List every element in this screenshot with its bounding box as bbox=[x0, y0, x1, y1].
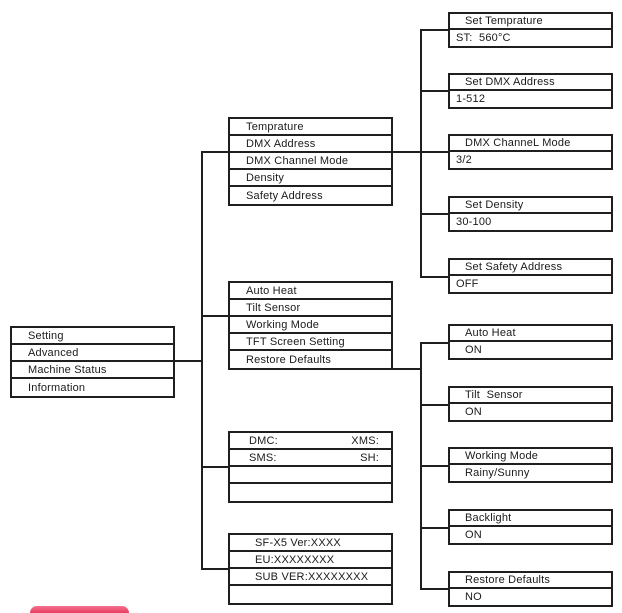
connector-branch-auto-heat bbox=[422, 342, 448, 344]
detail-value: 1-512 bbox=[456, 93, 486, 105]
detail-title: Auto Heat bbox=[450, 326, 611, 342]
detail-value: ON bbox=[465, 344, 482, 356]
menu-item-dmx-address: DMX Address bbox=[230, 136, 391, 153]
connector-branch-set-dmx-address bbox=[422, 90, 448, 92]
connector-branch-set-temprature bbox=[422, 29, 448, 31]
detail-title: Set DMX Address bbox=[450, 75, 611, 91]
connector-root-to-trunk bbox=[175, 360, 202, 362]
detail-box-auto-heat: Auto Heat ON bbox=[448, 324, 613, 360]
detail-box-set-temprature: Set Temprature ST: 560°C bbox=[448, 12, 613, 48]
version-main: SF-X5 Ver:XXXX bbox=[230, 535, 391, 552]
menu-item-advanced: Advanced bbox=[12, 345, 173, 362]
connector-right-trunk-1 bbox=[420, 29, 422, 278]
detail-value: Rainy/Sunny bbox=[465, 467, 530, 479]
menu-item-density: Density bbox=[230, 170, 391, 187]
machine-status-box: DMC: XMS: SMS: SH: bbox=[228, 431, 393, 503]
detail-box-restore-defaults: Restore Defaults NO bbox=[448, 571, 613, 607]
menu-item-safety-address: Safety Address bbox=[246, 189, 323, 202]
detail-value: ON bbox=[465, 406, 482, 418]
connector-branch-restore-defaults bbox=[422, 588, 448, 590]
connector-trunk-to-status bbox=[203, 466, 228, 468]
version-sub: SUB VER:XXXXXXXX bbox=[230, 569, 391, 586]
detail-box-set-safety-address: Set Safety Address OFF bbox=[448, 258, 613, 294]
menu-item-restore-defaults: Restore Defaults bbox=[246, 353, 332, 366]
detail-title: Working Mode bbox=[450, 449, 611, 465]
status-sh-label: SH: bbox=[360, 451, 379, 464]
detail-value: 3/2 bbox=[456, 154, 472, 166]
connector-trunk-to-setting bbox=[203, 151, 228, 153]
connector-left-trunk bbox=[201, 151, 203, 570]
detail-value: ST: 560°C bbox=[456, 32, 511, 44]
root-menu-box: Setting Advanced Machine Status Informat… bbox=[10, 326, 175, 398]
connector-branch-working-mode bbox=[422, 465, 448, 467]
red-button-partial[interactable] bbox=[30, 606, 129, 613]
status-xms-label: XMS: bbox=[351, 434, 379, 447]
connector-trunk-to-advanced bbox=[203, 315, 228, 317]
connector-branch-backlight bbox=[422, 527, 448, 529]
menu-item-auto-heat: Auto Heat bbox=[230, 283, 391, 300]
version-row-empty bbox=[230, 586, 391, 603]
detail-box-working-mode: Working Mode Rainy/Sunny bbox=[448, 447, 613, 483]
detail-value: ON bbox=[465, 529, 482, 541]
menu-item-information: Information bbox=[28, 381, 86, 394]
detail-box-set-dmx-address: Set DMX Address 1-512 bbox=[448, 73, 613, 109]
detail-box-tilt-sensor: Tilt Sensor ON bbox=[448, 386, 613, 422]
connector-right-trunk-2 bbox=[420, 342, 422, 590]
detail-box-backlight: Backlight ON bbox=[448, 509, 613, 545]
detail-title: Set Temprature bbox=[450, 14, 611, 30]
connector-advanced-feed bbox=[393, 368, 422, 370]
detail-title: Tilt Sensor bbox=[450, 388, 611, 404]
detail-value: NO bbox=[465, 591, 482, 603]
status-row-2: SMS: SH: bbox=[230, 450, 391, 467]
detail-value: OFF bbox=[456, 278, 479, 290]
detail-value: 30-100 bbox=[456, 216, 492, 228]
setting-submenu-box: Temprature DMX Address DMX Channel Mode … bbox=[228, 117, 393, 206]
information-box: SF-X5 Ver:XXXX EU:XXXXXXXX SUB VER:XXXXX… bbox=[228, 533, 393, 605]
status-row-empty-1 bbox=[230, 467, 391, 484]
status-dmc-label: DMC: bbox=[249, 434, 278, 447]
detail-title: Restore Defaults bbox=[450, 573, 611, 589]
connector-branch-set-density bbox=[422, 213, 448, 215]
menu-item-tilt-sensor: Tilt Sensor bbox=[230, 300, 391, 317]
status-row-empty-2 bbox=[230, 484, 391, 501]
detail-box-set-density: Set Density 30-100 bbox=[448, 196, 613, 232]
detail-title: Set Density bbox=[450, 198, 611, 214]
connector-branch-tilt-sensor bbox=[422, 404, 448, 406]
status-sms-label: SMS: bbox=[249, 451, 277, 464]
connector-branch-set-safety-address bbox=[422, 276, 448, 278]
connector-trunk-to-information bbox=[203, 568, 228, 570]
menu-item-setting: Setting bbox=[12, 328, 173, 345]
menu-item-working-mode: Working Mode bbox=[230, 317, 391, 334]
version-eu: EU:XXXXXXXX bbox=[230, 552, 391, 569]
menu-item-dmx-channel-mode: DMX Channel Mode bbox=[230, 153, 391, 170]
advanced-submenu-box: Auto Heat Tilt Sensor Working Mode TFT S… bbox=[228, 281, 393, 370]
detail-title: DMX ChanneL Mode bbox=[450, 136, 611, 152]
detail-title: Backlight bbox=[450, 511, 611, 527]
detail-box-dmx-channel-mode: DMX ChanneL Mode 3/2 bbox=[448, 134, 613, 170]
menu-item-tft-screen-setting: TFT Screen Setting bbox=[230, 334, 391, 351]
detail-title: Set Safety Address bbox=[450, 260, 611, 276]
menu-item-machine-status: Machine Status bbox=[12, 362, 173, 379]
status-row-1: DMC: XMS: bbox=[230, 433, 391, 450]
menu-item-temprature: Temprature bbox=[230, 119, 391, 136]
